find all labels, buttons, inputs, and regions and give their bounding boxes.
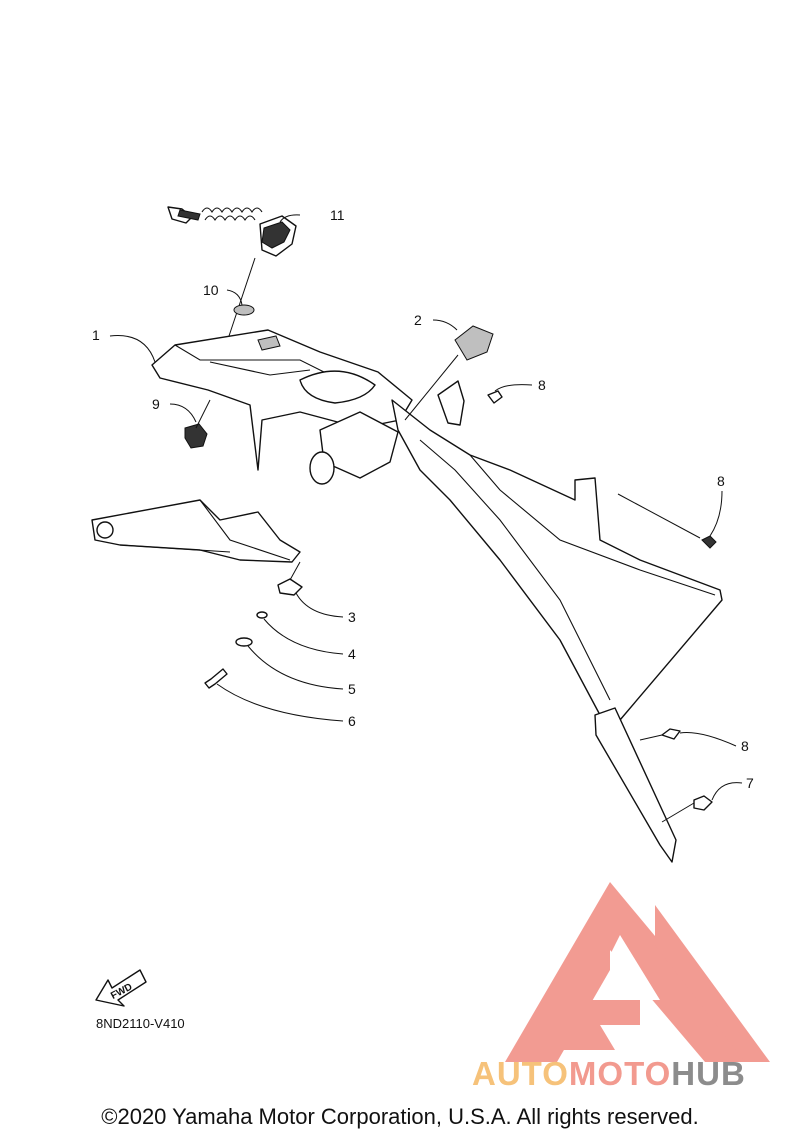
- connector-part: [184, 423, 208, 449]
- fwd-arrow-icon: FWD: [95, 969, 147, 1007]
- callout-2: 2: [414, 312, 422, 328]
- callout-8-bottom: 8: [741, 738, 749, 754]
- side-cover-part: [391, 399, 723, 863]
- grommet-part: [233, 304, 255, 316]
- bolt-part-7: [693, 795, 713, 811]
- washer-part: [235, 637, 253, 647]
- spring-washer-part: [256, 611, 268, 619]
- brand-hub: HUB: [671, 1055, 746, 1092]
- callout-7: 7: [746, 775, 754, 791]
- callout-6: 6: [348, 713, 356, 729]
- screw-part-a: [487, 390, 503, 404]
- cap-part: [454, 325, 494, 361]
- brand-moto: MOTO: [568, 1055, 672, 1092]
- callout-leaders: [109, 214, 743, 801]
- watermark-brand: AUTOMOTOHUB: [472, 1055, 746, 1093]
- bracket-part: [437, 380, 465, 426]
- key-lanyard-part: [167, 206, 297, 257]
- seat-cover-part: [151, 329, 413, 485]
- callout-labels: 1 2 3 4 5 6 7 8 8 8 9 10 11: [92, 207, 754, 791]
- diagram-code: 8ND2110-V410: [96, 1016, 185, 1031]
- callout-8-right: 8: [717, 473, 725, 489]
- callout-10: 10: [203, 282, 219, 298]
- watermark-logo: [505, 882, 770, 1062]
- fwd-label: FWD: [109, 982, 134, 1002]
- screw-part-c: [661, 728, 681, 740]
- callout-9: 9: [152, 396, 160, 412]
- callout-11: 11: [330, 207, 345, 223]
- copyright-notice: ©2020 Yamaha Motor Corporation, U.S.A. A…: [101, 1104, 699, 1129]
- bolt-part: [204, 668, 228, 689]
- clip-part: [277, 578, 303, 596]
- callout-5: 5: [348, 681, 356, 697]
- frame-side-part: [91, 499, 301, 563]
- callout-8-top: 8: [538, 377, 546, 393]
- callout-3: 3: [348, 609, 356, 625]
- callout-4: 4: [348, 646, 356, 662]
- callout-1: 1: [92, 327, 100, 343]
- brand-auto: AUTO: [472, 1055, 569, 1092]
- screw-part-b: [701, 535, 717, 549]
